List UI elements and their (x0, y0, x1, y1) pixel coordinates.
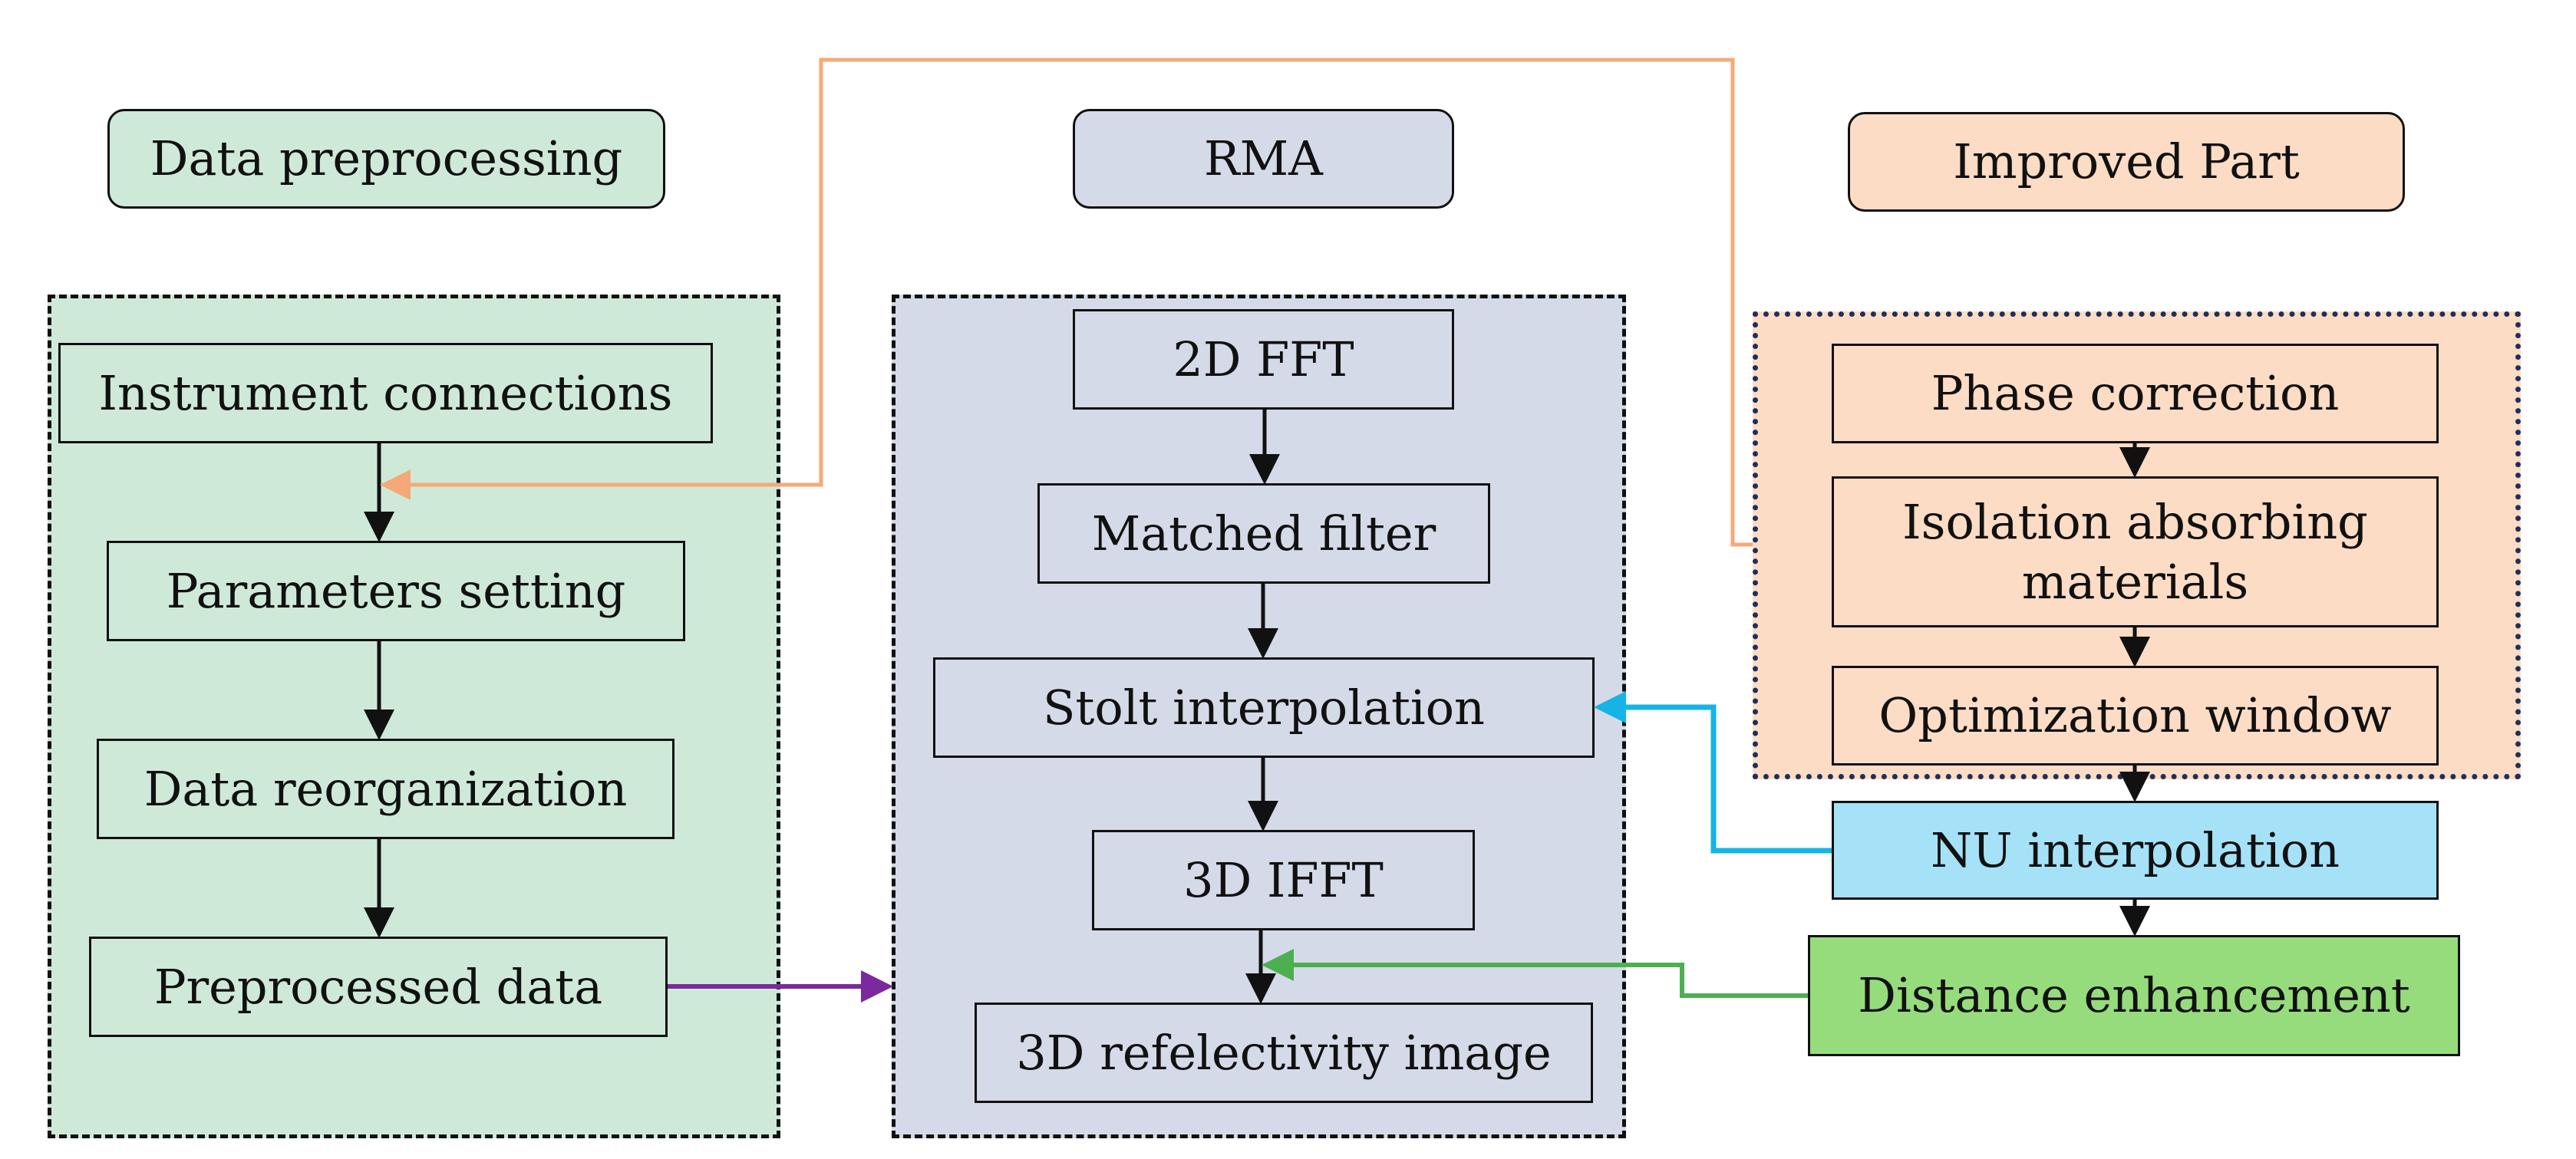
arrow-distance-to-rma (1262, 949, 1808, 998)
step-phase-correction: Phase correction (1832, 344, 2439, 443)
step-data-reorganization: Data reorganization (97, 739, 675, 839)
step-3d-reflectivity-image: 3D refelectivity image (975, 1003, 1593, 1103)
step-stolt-interpolation: Stolt interpolation (933, 657, 1595, 758)
step-2d-fft: 2D FFT (1073, 309, 1454, 410)
step-matched-filter: Matched filter (1037, 483, 1490, 584)
step-isolation-absorbing-materials: Isolation absorbing materials (1832, 476, 2439, 627)
arrow-improved-to-preprocessing (380, 58, 1753, 547)
arrow-nu-to-stolt (1594, 691, 1832, 854)
step-distance-enhancement: Distance enhancement (1808, 935, 2460, 1056)
step-optimization-window: Optimization window (1832, 666, 2439, 766)
header-rma: RMA (1073, 109, 1454, 209)
step-instrument-connections: Instrument connections (58, 343, 713, 443)
step-3d-ifft: 3D IFFT (1092, 830, 1475, 930)
step-parameters-setting: Parameters setting (107, 541, 685, 641)
header-data-preprocessing: Data preprocessing (107, 109, 665, 209)
header-improved-part: Improved Part (1848, 112, 2405, 212)
